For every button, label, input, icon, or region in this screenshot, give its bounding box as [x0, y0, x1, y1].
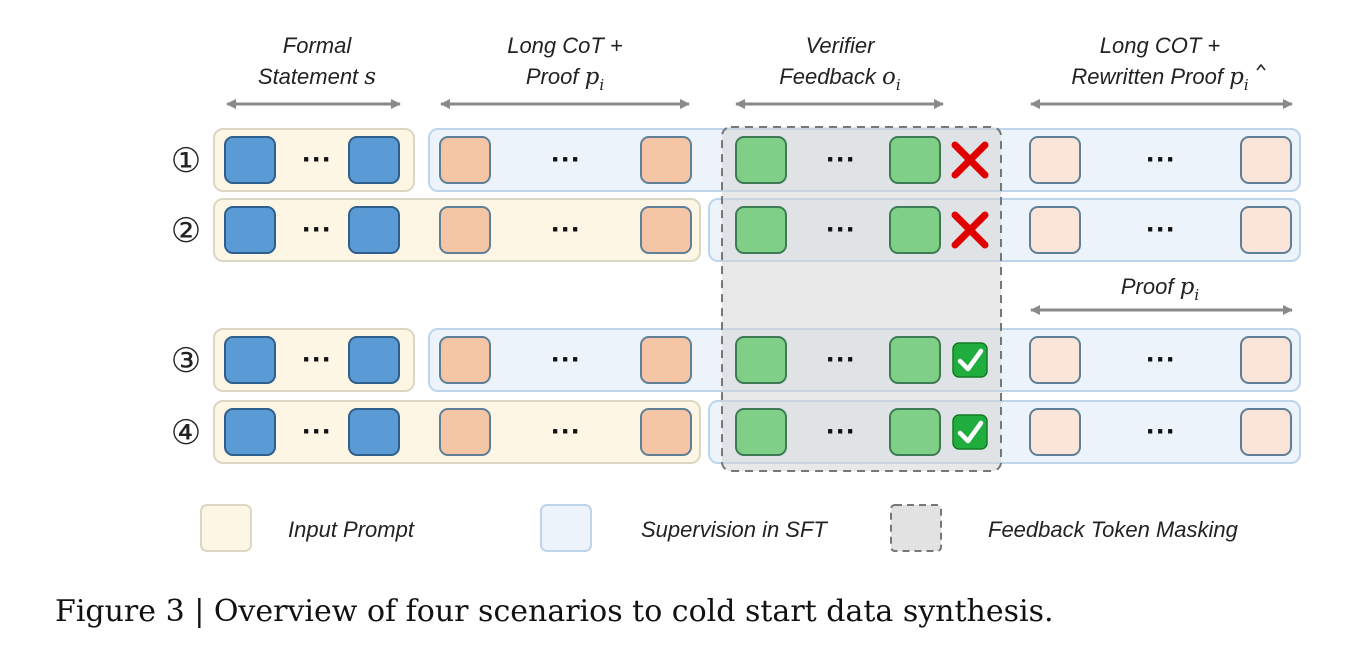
row-2-statement-token-first: [224, 336, 276, 384]
row-1-proof-token-first: [439, 206, 491, 254]
row-1-output-token-last: [1240, 206, 1292, 254]
header-2-line1: Verifier: [806, 33, 877, 58]
row-2-output-token-first: [1029, 336, 1081, 384]
row-1-proof-token-last: [640, 206, 692, 254]
header-3-line2-sub: i: [1244, 76, 1249, 94]
row-2-marker: ③: [171, 341, 201, 381]
header-2-line2: Feedback oi: [779, 64, 901, 94]
header-1-line1: Long CoT +: [507, 33, 623, 58]
row-3-check-mark: [957, 420, 984, 444]
row-1-marker: ②: [171, 211, 201, 251]
row-2-proof-token-last: [640, 336, 692, 384]
row-3-proof-ellipsis: ···: [551, 415, 581, 448]
row-2-check-mark: [957, 348, 984, 372]
row-3-output-token-last: [1240, 408, 1292, 456]
row-2-feedback-token-last: [889, 336, 941, 384]
row-0-proof-token-last: [640, 136, 692, 184]
header-2-line2-var: o: [882, 64, 896, 90]
row-3-proof-token-first: [439, 408, 491, 456]
row-2-feedback-token-first: [735, 336, 787, 384]
row-2-output-ellipsis: ···: [1146, 343, 1176, 376]
header-3-line2: Rewritten Proof pi: [1071, 64, 1248, 94]
row-2-output-token-last: [1240, 336, 1292, 384]
row-1-cross-stroke-b: [951, 211, 989, 249]
row-1-output-token-first: [1029, 206, 1081, 254]
row-0-proof-ellipsis: ···: [551, 143, 581, 176]
row-3-statement-ellipsis: ···: [302, 415, 332, 448]
row-1-statement-ellipsis: ···: [302, 213, 332, 246]
row-0-output-token-last: [1240, 136, 1292, 184]
header-3-line1: Long COT +: [1100, 33, 1221, 58]
subheader-proof: Proof pi: [1121, 274, 1199, 304]
row-2-statement-token-last: [348, 336, 400, 384]
legend-input-label: Input Prompt: [288, 517, 415, 542]
row-2-feedback-ellipsis: ···: [826, 343, 856, 376]
row-0-statement-token-first: [224, 136, 276, 184]
token-layer: ··· ··· ··· ··· ··· ··· ··· ··· ··· ··· ··· ··· ··· ·…: [224, 136, 1292, 456]
row-2-statement-ellipsis: ···: [302, 343, 332, 376]
row-3-feedback-token-first: [735, 408, 787, 456]
header-3-line2-var: p: [1229, 64, 1244, 90]
row-2-proof-ellipsis: ···: [551, 343, 581, 376]
row-0-proof-token-first: [439, 136, 491, 184]
row-3-statement-token-first: [224, 408, 276, 456]
row-2-check-icon: [952, 342, 988, 378]
header-2-line2-label: Feedback: [779, 64, 877, 89]
legend-mask-swatch: [890, 504, 942, 552]
row-0-marker: ①: [171, 141, 201, 181]
row-3-output-token-first: [1029, 408, 1081, 456]
row-0-statement-token-last: [348, 136, 400, 184]
row-0-cross-icon: [951, 141, 989, 179]
row-0-output-ellipsis: ···: [1146, 143, 1176, 176]
row-3-output-ellipsis: ···: [1146, 415, 1176, 448]
row-1-feedback-token-last: [889, 206, 941, 254]
header-2-line2-sub: i: [896, 76, 901, 94]
row-3-feedback-ellipsis: ···: [826, 415, 856, 448]
row-1-cross-icon: [951, 211, 989, 249]
row-3-marker: ④: [171, 413, 201, 453]
row-3-proof-token-last: [640, 408, 692, 456]
figure-caption: Figure 3 | Overview of four scenarios to…: [55, 594, 1054, 629]
row-0-feedback-token-last: [889, 136, 941, 184]
legend-input-swatch: [200, 504, 252, 552]
subheader-proof-label: Proof: [1121, 274, 1176, 299]
header-0-line1: Formal: [283, 33, 353, 58]
header-0-line2: Statement s: [258, 64, 376, 90]
header-3-hat: [1256, 63, 1266, 71]
row-0-statement-ellipsis: ···: [302, 143, 332, 176]
header-1-line2-label: Proof: [526, 64, 581, 89]
row-0-output-token-first: [1029, 136, 1081, 184]
legend-supervision-label: Supervision in SFT: [641, 517, 828, 542]
row-1-proof-ellipsis: ···: [551, 213, 581, 246]
row-0-feedback-token-first: [735, 136, 787, 184]
header-1-line2: Proof pi: [526, 64, 604, 94]
header-0-line2-var: s: [364, 64, 376, 90]
header-3-line2-label: Rewritten Proof: [1071, 64, 1226, 89]
row-0-feedback-ellipsis: ···: [826, 143, 856, 176]
header-1-line2-var: p: [585, 64, 600, 90]
row-1-statement-token-last: [348, 206, 400, 254]
header-0-line2-label: Statement: [258, 64, 359, 89]
row-2-proof-token-first: [439, 336, 491, 384]
subheader-proof-sub: i: [1194, 286, 1199, 304]
row-3-check-icon: [952, 414, 988, 450]
legend-mask-label: Feedback Token Masking: [988, 517, 1239, 542]
subheader-proof-var: p: [1180, 274, 1195, 300]
legend: Input Prompt Supervision in SFT Feedback T…: [200, 504, 1239, 552]
legend-supervision-swatch: [540, 504, 592, 552]
row-1-feedback-token-first: [735, 206, 787, 254]
row-0-cross-stroke-b: [951, 141, 989, 179]
row-1-statement-token-first: [224, 206, 276, 254]
header-1-line2-sub: i: [599, 76, 604, 94]
row-3-statement-token-last: [348, 408, 400, 456]
row-1-feedback-ellipsis: ···: [826, 213, 856, 246]
row-3-feedback-token-last: [889, 408, 941, 456]
row-1-output-ellipsis: ···: [1146, 213, 1176, 246]
